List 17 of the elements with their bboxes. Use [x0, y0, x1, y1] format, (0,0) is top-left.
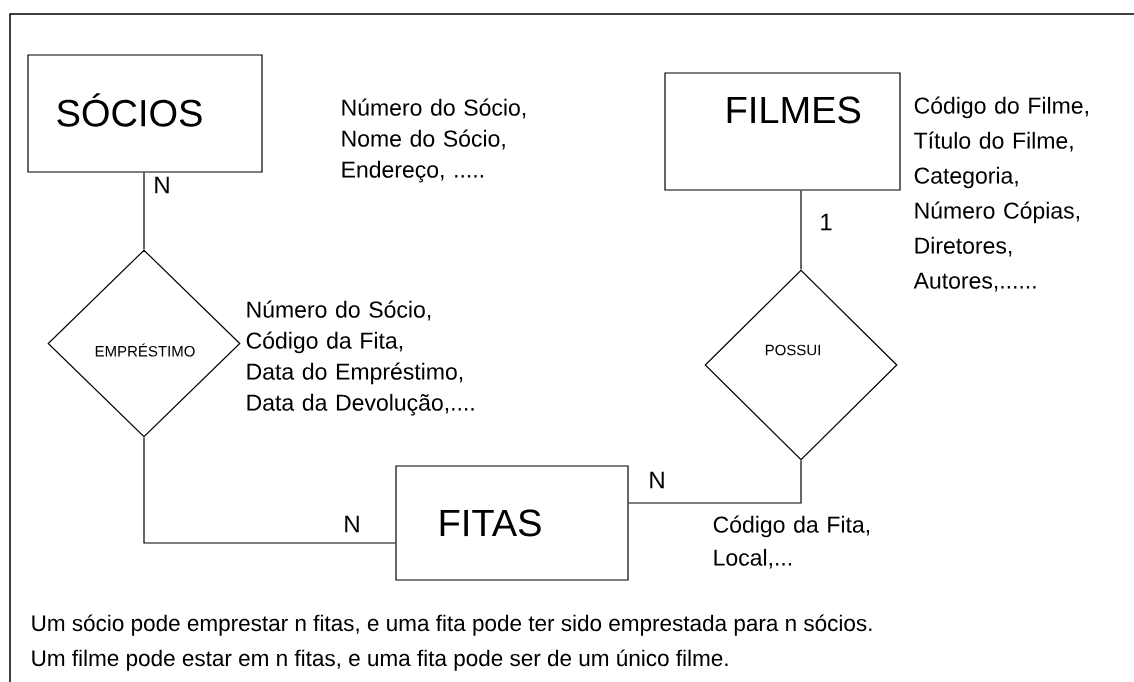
note-text: Um filme pode estar em n fitas, e uma fita pode ser de um único filme. [32, 649, 728, 671]
note-text: Um sócio pode emprestar n fitas, e uma fita pode ter sido emprestada para n sócios. [32, 614, 872, 636]
connector-line [143, 437, 396, 544]
cardinality-label: 1 [821, 213, 832, 231]
connector-line [800, 190, 802, 270]
cardinality-label: N [650, 471, 664, 489]
connector-line [628, 460, 802, 504]
entity-box: FILMES [664, 72, 901, 191]
attribute-list: Código do Filme, Título do Filme, Categoria, Número Cópias, Diretores, Autores,...... [913, 96, 1088, 292]
attribute-list: Número do Sócio, Código da Fita, Data do Empréstimo, Data da Devolução,.... [246, 300, 474, 416]
connector-line [143, 172, 145, 250]
cardinality-label: N [155, 176, 169, 194]
entity-box: SÓCIOS [27, 54, 263, 173]
cardinality-label: N [345, 515, 359, 533]
attribute-list: Código da Fita, Local,... [713, 515, 870, 569]
attribute-list: Número do Sócio, Nome do Sócio, Endereço, ..... [342, 98, 526, 183]
entity-box: FITAS [395, 465, 629, 581]
